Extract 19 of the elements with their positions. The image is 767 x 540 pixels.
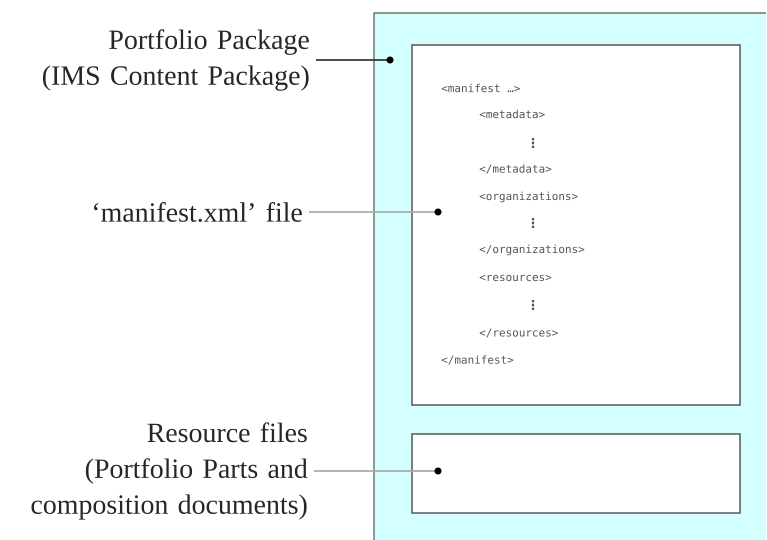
file-box xyxy=(411,433,741,514)
code-line: <metadata> xyxy=(480,110,545,118)
leader-line xyxy=(314,468,442,474)
code-line: <resources> xyxy=(480,274,552,282)
callout-label: Portfolio Package (IMS Content Package) xyxy=(42,29,309,91)
callout-label: ‘manifest.xml’ file xyxy=(94,202,302,222)
code-line: ⋮ xyxy=(532,138,534,148)
code-line: </organizations> xyxy=(480,244,584,256)
code-line: ⋮ xyxy=(532,218,534,228)
code-line: </manifest> xyxy=(442,355,514,365)
code-line: ⋮ xyxy=(532,300,534,310)
leader-line xyxy=(316,56,394,64)
leader-line xyxy=(309,208,442,216)
code-line: </metadata> xyxy=(480,164,552,174)
code-line: </resources> xyxy=(480,328,558,338)
code-line: <organizations> xyxy=(480,192,578,202)
callout-label: Resource files (Portfolio Parts and composition documents) xyxy=(32,422,308,520)
code-line: <manifest …> xyxy=(442,84,520,92)
file-box xyxy=(411,44,741,406)
